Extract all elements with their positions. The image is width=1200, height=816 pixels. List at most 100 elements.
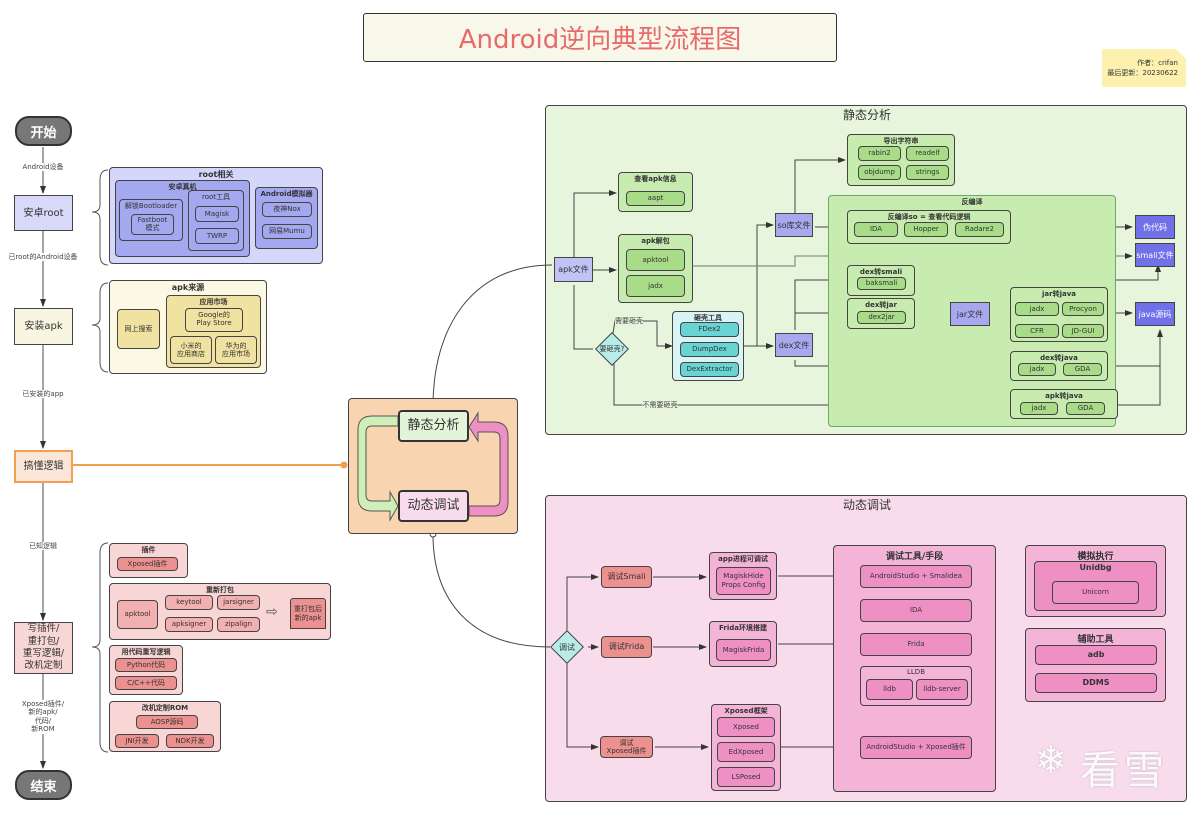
apk-source-title: apk来源 [171, 283, 205, 292]
author-label: 作者： [1137, 58, 1159, 67]
huawei-store: 华为的 应用市场 [215, 336, 257, 364]
start-node: 开始 [15, 116, 72, 146]
apk-unpack-title: apk解包 [641, 237, 670, 245]
cfr-tool: CFR [1015, 324, 1059, 338]
no-unpack-label: 不需要砸壳 [642, 401, 678, 410]
aapt-tool: aapt [626, 191, 685, 206]
ida-dynamic: IDA [860, 599, 972, 622]
jni-dev: JNI开发 [115, 734, 159, 748]
keytool: keytool [165, 595, 213, 610]
magiskhide-props: MagiskHide Props Config [716, 567, 771, 595]
diagram-title: Android逆向典型流程图 [363, 13, 837, 62]
xposed-fw: Xposed [717, 717, 775, 737]
nox-emulator: 夜神Nox [262, 202, 312, 217]
decompile-title: 反编译 [961, 198, 983, 206]
cycle-dynamic-node: 动态调试 [398, 490, 469, 522]
apk-gda-tool: GDA [1066, 402, 1105, 415]
python-code: Python代码 [115, 658, 177, 672]
edge-label-known-logic: 已知逻辑 [29, 542, 57, 551]
lldb-tool: lldb [866, 679, 913, 700]
debuggable-title: app进程可调试 [718, 555, 768, 563]
as-smalidea: AndroidStudio + Smalidea [860, 565, 972, 588]
dex2jar-tool: dex2jar [857, 311, 906, 324]
zipalign: zipalign [217, 617, 260, 632]
dynamic-panel-title: 动态调试 [843, 498, 892, 512]
lldb-server-tool: lldb-server [916, 679, 968, 700]
emulator-group: Android模拟器 [255, 187, 318, 249]
twrp-tool: TWRP [195, 228, 239, 244]
mumu-emulator: 网易Mumu [262, 224, 312, 239]
dex2java-title: dex转java [1040, 354, 1078, 362]
debug-tools-title: 调试工具/手段 [885, 552, 944, 562]
jar-jadx-tool: jadx [1015, 302, 1059, 316]
dex-file: dex文件 [775, 333, 813, 357]
emulation-title: 模拟执行 [1077, 552, 1114, 562]
xposed-plugin: Xposed插件 [117, 557, 178, 571]
repack-apktool: apktool [117, 600, 158, 629]
baksmali-tool: baksmali [857, 277, 906, 290]
step-root: 安卓root [14, 195, 73, 231]
magiskfrida: MagiskFrida [716, 639, 771, 661]
updated-label: 最后更新： [1107, 69, 1143, 77]
need-unpack-label: 需要砸壳 [615, 317, 643, 326]
root-group-title: root相关 [198, 170, 234, 179]
dex-jadx-tool: jadx [1018, 363, 1056, 376]
apk2java-title: apk转java [1045, 392, 1083, 400]
unidbg-title: Unidbg [1079, 563, 1112, 572]
end-node: 结束 [15, 770, 72, 800]
repacked-apk: 重打包后 新的apk [290, 598, 326, 629]
debug-smali: 调试Smali [601, 566, 652, 588]
frida-env-title: Frida环境搭建 [719, 624, 767, 632]
aux-tools-title: 辅助工具 [1077, 635, 1114, 645]
apk-file: apk文件 [554, 257, 593, 282]
debug-frida: 调试Frida [601, 636, 652, 658]
apktool-tool: apktool [626, 249, 685, 271]
ndk-dev: NDK开发 [166, 734, 214, 748]
ddms-tool: DDMS [1035, 673, 1157, 693]
jadx-unpack-tool: jadx [626, 275, 685, 297]
jar-file: jar文件 [950, 302, 990, 326]
strings-tool: strings [906, 165, 949, 180]
unpacker-title: 砸壳工具 [694, 314, 722, 322]
jar2java-title: jar转java [1042, 290, 1076, 298]
static-panel-title: 静态分析 [843, 108, 892, 122]
magisk-tool: Magisk [195, 206, 239, 222]
dex2jar-title: dex转jar [865, 301, 897, 309]
objdump-tool: objdump [858, 165, 901, 180]
lsposed-fw: LSPosed [717, 767, 775, 787]
dex-gda-tool: GDA [1063, 363, 1102, 376]
frida-tool: Frida [860, 633, 972, 656]
edge-label-android-device: Android设备 [22, 163, 64, 172]
apk-jadx-tool: jadx [1020, 402, 1058, 415]
apksigner: apksigner [165, 617, 213, 632]
aosp-source: AOSP源码 [136, 715, 198, 729]
debug-question: 调试 [559, 642, 575, 652]
arrow-right-icon: ⇨ [266, 604, 278, 620]
jarsigner: jarsigner [217, 595, 260, 610]
xposed-framework-title: Xposed框架 [724, 707, 768, 715]
google-play: Google的 Play Store [185, 308, 243, 332]
edge-label-outputs: Xposed插件/ 新的apk/ 代码/ 新ROM [21, 700, 65, 734]
fastboot-mode: Fastboot 模式 [131, 214, 174, 235]
apk-info-title: 查看apk信息 [634, 175, 677, 183]
dex2smali-title: dex转smali [859, 268, 903, 276]
updated-value: 20230622 [1142, 69, 1178, 77]
step-modify: 写插件/ 重打包/ 重写逻辑/ 改机定制 [14, 622, 73, 674]
emulator-title: Android模拟器 [260, 190, 313, 198]
root-tools-title: root工具 [201, 193, 231, 201]
ida-static-tool: IDA [854, 222, 898, 237]
xiaomi-store: 小米的 应用商店 [170, 336, 212, 364]
dexextractor-tool: DexExtractor [680, 362, 739, 377]
watermark-text: 看雪 [1080, 748, 1168, 794]
dumpdex-tool: DumpDex [680, 342, 739, 357]
jdgui-tool: JD-GUI [1062, 324, 1104, 338]
lldb-title: LLDB [907, 668, 925, 676]
rabin2-tool: rabin2 [858, 146, 901, 161]
plugin-title: 插件 [141, 546, 156, 554]
unicorn-engine: Unicorn [1052, 581, 1139, 604]
cycle-static-node: 静态分析 [398, 410, 469, 442]
java-source-output: java源码 [1135, 302, 1175, 326]
repack-title: 重新打包 [206, 586, 234, 594]
readelf-tool: readelf [906, 146, 949, 161]
real-phone-title: 安卓真机 [168, 183, 197, 191]
